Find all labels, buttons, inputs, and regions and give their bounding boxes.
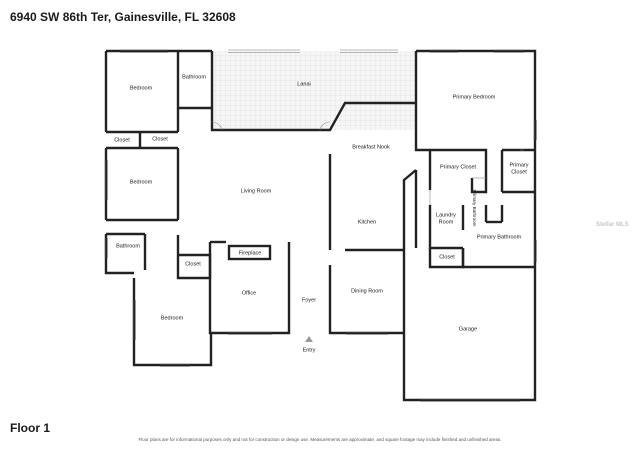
watermark: Stellar MLS [596, 222, 629, 228]
room-foyer: Foyer [302, 297, 316, 303]
room-bedroom-nw: Bedroom [130, 85, 153, 91]
room-dining-room: Dining Room [351, 288, 383, 294]
entry-label: Entry [303, 347, 316, 353]
room-primary-bathroom: Primary Bathroom [477, 234, 522, 240]
room-bathroom-n: Bathroom [182, 74, 206, 80]
lanai-floor [212, 51, 416, 130]
room-primary-bathroom-vertical: Primary Bathroom [472, 189, 477, 226]
room-bathroom-w: Bathroom [116, 243, 140, 249]
doors [211, 121, 486, 205]
room-laundry-line2: Room [439, 219, 454, 225]
room-lanai: Lanai [297, 81, 310, 87]
room-primary-closet-b-line1: Primary [510, 162, 529, 168]
room-living-room: Living Room [241, 188, 272, 194]
room-closet-a: Closet [114, 137, 130, 143]
room-closet-b: Closet [152, 136, 168, 142]
room-closet-d: Closet [439, 254, 455, 260]
entry-arrow-icon [305, 336, 313, 342]
room-garage: Garage [459, 326, 477, 332]
windows [104, 49, 537, 402]
room-bedroom-w: Bedroom [130, 179, 153, 185]
disclaimer: Floor plans are for informational purpos… [138, 437, 502, 442]
room-kitchen: Kitchen [358, 219, 376, 225]
floor-label: Floor 1 [10, 421, 51, 435]
room-office: Office [242, 290, 256, 296]
room-closet-c: Closet [185, 261, 201, 267]
room-breakfast-nook: Breakfast Nook [352, 144, 390, 150]
room-laundry-line1: Laundry [436, 212, 456, 218]
address-title: 6940 SW 86th Ter, Gainesville, FL 32608 [10, 10, 236, 24]
room-bedroom-sw: Bedroom [161, 315, 184, 321]
room-primary-bedroom: Primary Bedroom [453, 94, 496, 100]
room-primary-closet-a: Primary Closet [440, 164, 477, 170]
fireplace: Fireplace [239, 250, 262, 256]
walls [104, 49, 537, 402]
room-primary-closet-b-line2: Closet [511, 169, 527, 175]
